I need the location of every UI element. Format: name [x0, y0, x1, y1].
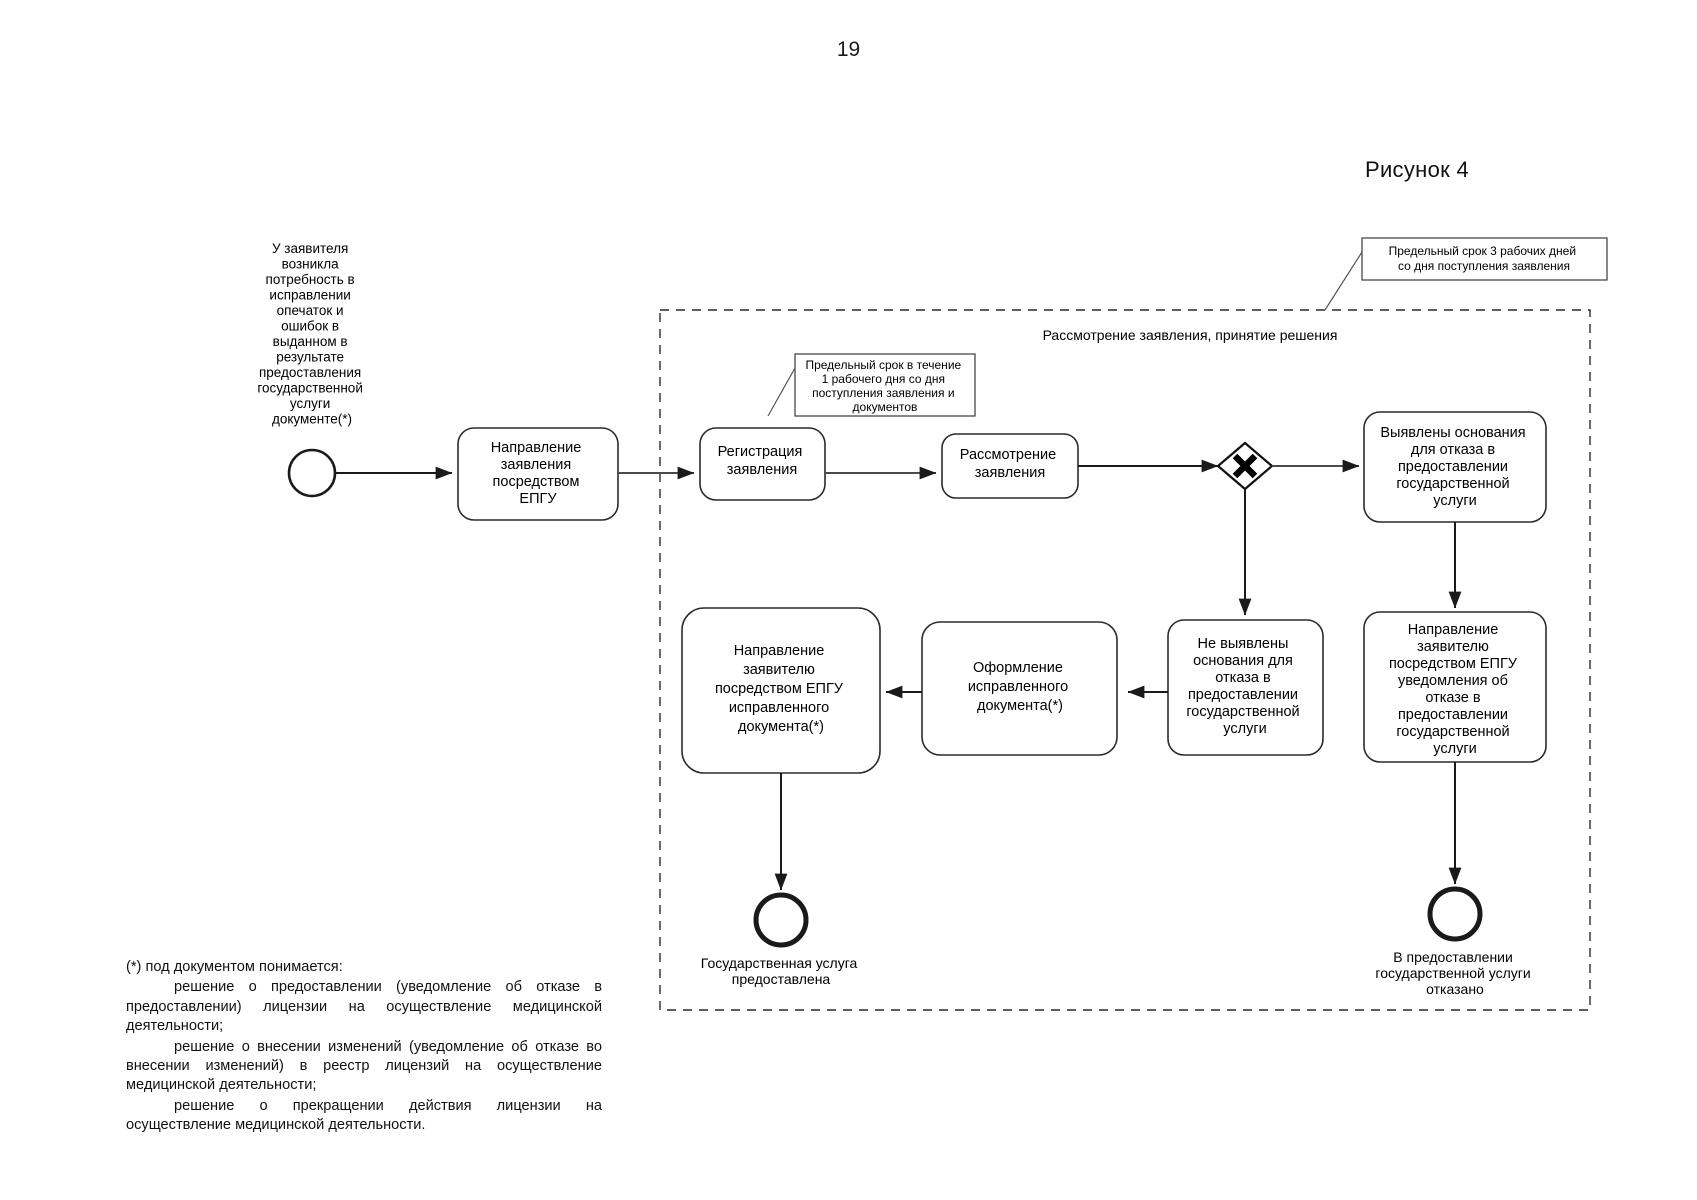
task-register-application-label: Регистрация заявления — [718, 444, 807, 478]
footnote-paragraph-3: решение о прекращении действия лицензии … — [126, 1097, 602, 1134]
annotation-deadline-3-days-box — [1361, 237, 1608, 281]
task-send-refusal-notice-epgu-label: Направление заявителю посредством ЕПГУ у… — [1389, 622, 1521, 757]
subprocess-pool-title: Рассмотрение заявления, принятие решения — [1043, 327, 1338, 343]
footnote-paragraph-2: решение о внесении изменений (уведомлени… — [126, 1038, 602, 1094]
task-register-application[interactable] — [699, 427, 826, 501]
task-send-application-epgu-label: Направление заявления посредством ЕПГУ — [491, 440, 586, 507]
task-send-corrected-document-epgu-label: Направление заявителю посредством ЕПГУ и… — [715, 643, 847, 735]
annotation-leader-1-day — [767, 367, 796, 417]
end-event-service-provided-circle[interactable] — [753, 892, 809, 948]
annotation-leader-3-days — [1324, 251, 1363, 311]
page-number: 19 — [836, 38, 861, 61]
footnote-paragraph-1: решение о предоставлении (уведомление об… — [126, 979, 602, 1035]
end-event-service-refused-label: В предоставлении государственной услуги … — [1375, 949, 1534, 997]
task-refusal-grounds-found-label: Выявлены основания для отказа в предоста… — [1380, 425, 1529, 509]
annotation-deadline-1-day-box — [794, 353, 976, 417]
task-review-application-label: Рассмотрение заявления — [960, 447, 1060, 481]
subprocess-pool — [659, 309, 1591, 1011]
footnote-heading: (*) под документом понимается: — [126, 959, 343, 975]
annotation-deadline-3-days-text: Предельный срок 3 рабочих дней со дня по… — [1389, 244, 1580, 273]
task-refusal-grounds-not-found[interactable] — [1167, 619, 1324, 756]
annotation-deadline-1-day-text: Предельный срок в течение 1 рабочего дня… — [805, 358, 964, 414]
figure-caption: Рисунок 4 — [1364, 157, 1469, 182]
task-refusal-grounds-not-found-label: Не выявлены основания для отказа в предо… — [1186, 636, 1303, 737]
start-event-circle[interactable] — [287, 448, 337, 498]
task-prepare-corrected-document-label: Оформление исправленного документа(*) — [968, 660, 1072, 714]
end-event-service-provided-label: Государственная услуга предоставлена — [701, 955, 861, 987]
exclusive-gateway[interactable] — [1216, 441, 1274, 491]
task-prepare-corrected-document[interactable] — [921, 621, 1118, 756]
footnote-block: (*) под документом понимается: решение о… — [126, 958, 602, 1136]
start-event-label: У заявителя возникла потребность в испра… — [257, 241, 366, 427]
end-event-service-refused-circle[interactable] — [1427, 886, 1483, 942]
